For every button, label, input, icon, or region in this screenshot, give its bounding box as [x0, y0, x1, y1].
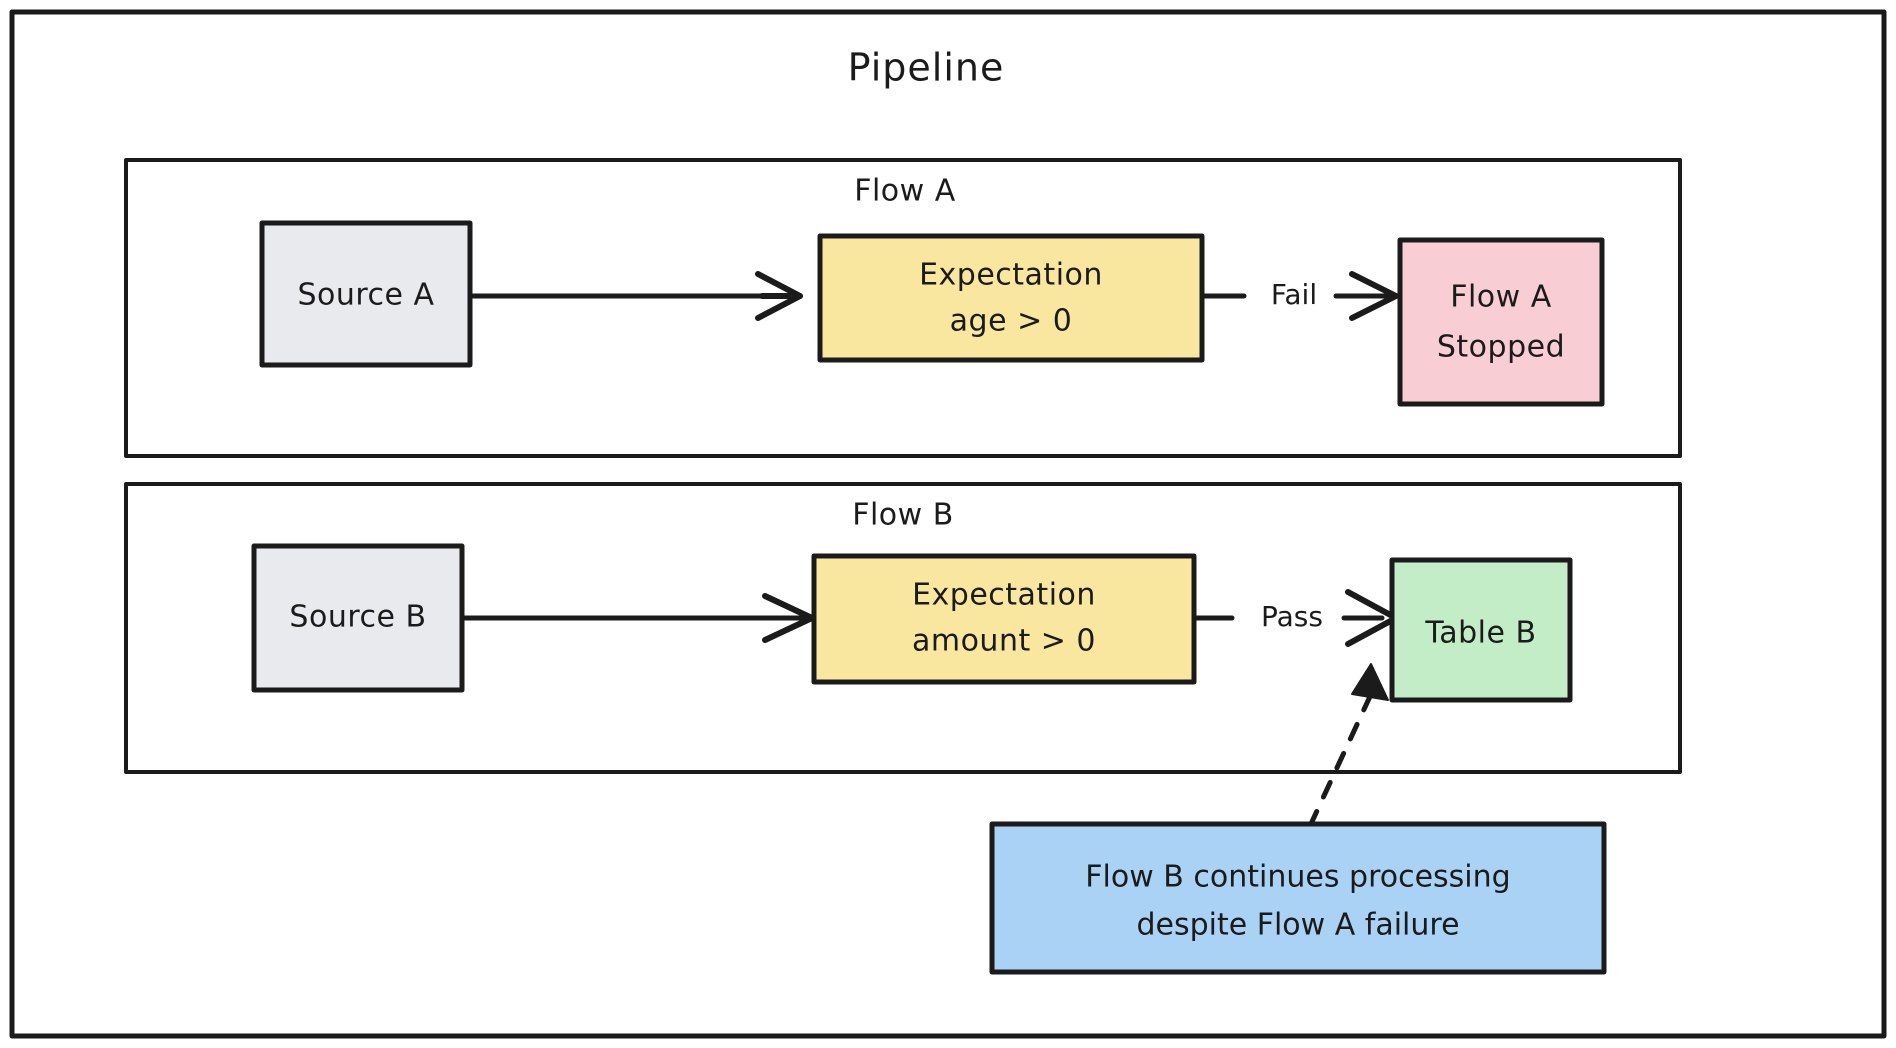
node-source-a-label: Source A	[297, 278, 434, 313]
node-expectation-b-line2: amount > 0	[912, 624, 1096, 659]
edge-note-to-table-b	[1307, 687, 1376, 829]
node-expectation-b-line1: Expectation	[912, 578, 1096, 613]
node-source-a[interactable]	[259, 220, 473, 368]
node-flow-a-stopped-line1: Flow A	[1450, 280, 1552, 315]
pipeline-outer-frame	[9, 9, 1887, 1039]
note-flow-b[interactable]	[989, 821, 1607, 975]
flow-a-label-backdrop	[820, 168, 990, 210]
arrowhead-note-to-table-b	[1351, 663, 1389, 701]
page-title: Pipeline	[848, 46, 1005, 90]
node-expectation-a-line1: Expectation	[919, 258, 1103, 293]
node-flow-a-stopped[interactable]	[1397, 237, 1605, 407]
arrowhead-fail	[1349, 271, 1399, 321]
note-flow-b-line2: despite Flow A failure	[1136, 908, 1459, 943]
flow-a-group-label: Flow A	[854, 174, 956, 209]
flow-b-group-label: Flow B	[852, 498, 954, 533]
node-expectation-a[interactable]	[817, 233, 1205, 363]
node-flow-a-stopped-line2: Stopped	[1437, 330, 1565, 365]
node-expectation-a-line2: age > 0	[950, 304, 1073, 339]
node-table-b[interactable]	[1389, 557, 1573, 703]
note-flow-b-line1: Flow B continues processing	[1085, 860, 1510, 895]
node-expectation-b[interactable]	[811, 553, 1197, 685]
node-table-b-label: Table B	[1424, 616, 1536, 651]
flow-b-label-backdrop	[818, 492, 988, 534]
edge-label-pass: Pass	[1261, 600, 1323, 633]
node-source-b-label: Source B	[289, 600, 426, 635]
edge-label-fail: Fail	[1271, 278, 1317, 311]
node-source-b[interactable]	[251, 543, 465, 693]
